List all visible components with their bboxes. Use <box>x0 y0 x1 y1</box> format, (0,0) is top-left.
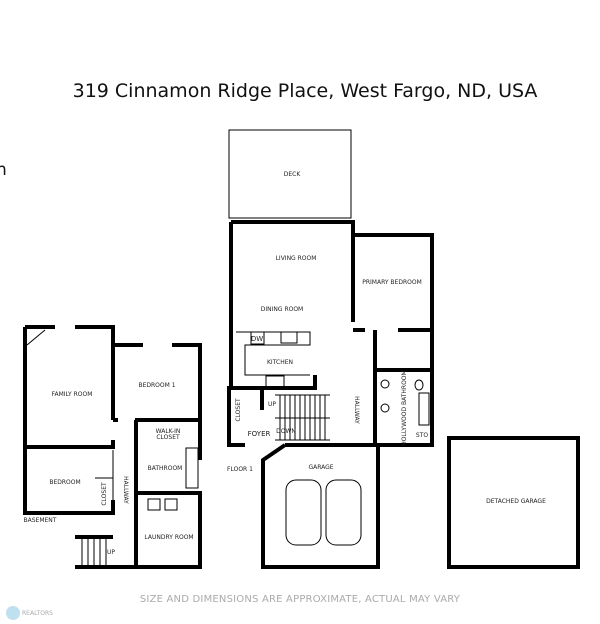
label-walkin-closet: CLOSET <box>156 434 180 441</box>
label-kitchen: KITCHEN <box>267 359 293 366</box>
floor1-walls <box>227 220 434 569</box>
label-family-room: FAMILY ROOM <box>52 391 93 398</box>
label-foyer: FOYER <box>248 430 271 438</box>
label-hallway: HALLWAY <box>353 396 360 424</box>
label-laundry-room: LAUNDRY ROOM <box>144 534 193 541</box>
label-bedroom1: BEDROOM 1 <box>138 382 175 389</box>
label-closet: CLOSET <box>235 398 242 422</box>
label-sto: STO <box>416 432 428 439</box>
label-dining-room: DINING ROOM <box>261 306 303 313</box>
label-dw: DW <box>251 335 263 343</box>
detached-garage-walls <box>447 436 580 569</box>
logo-text: REALTORS <box>22 609 53 617</box>
cropped-text: n <box>0 160 7 180</box>
label-floor1: FLOOR 1 <box>227 466 253 473</box>
label-primary-bedroom: PRIMARY BEDROOM <box>362 279 422 286</box>
label-walkin: WALK-IN <box>156 428 181 435</box>
label-basement-closet: CLOSET <box>101 482 108 506</box>
label-garage: GARAGE <box>308 464 333 471</box>
label-up: UP <box>268 401 276 408</box>
page-title: 319 Cinnamon Ridge Place, West Fargo, ND… <box>72 80 538 102</box>
logo-emblem <box>6 606 20 620</box>
label-bathroom: BATHROOM <box>148 465 183 472</box>
basement-walls <box>23 325 202 569</box>
label-deck: DECK <box>284 171 302 178</box>
label-basement-hallway: HALLWAY <box>122 476 129 504</box>
label-down: DOWN <box>276 428 296 435</box>
realtors-logo: REALTORS <box>6 606 53 620</box>
label-living-room: LIVING ROOM <box>276 255 317 262</box>
label-basement-up: UP <box>107 549 115 556</box>
label-bedroom: BEDROOM <box>49 479 80 486</box>
label-basement: BASEMENT <box>24 517 57 524</box>
deck-outline <box>228 129 352 219</box>
label-detached-garage: DETACHED GARAGE <box>486 498 546 505</box>
disclaimer: SIZE AND DIMENSIONS ARE APPROXIMATE, ACT… <box>139 594 461 605</box>
label-hollywood-bathroom: HOLLYWOOD BATHROOM <box>401 370 408 445</box>
